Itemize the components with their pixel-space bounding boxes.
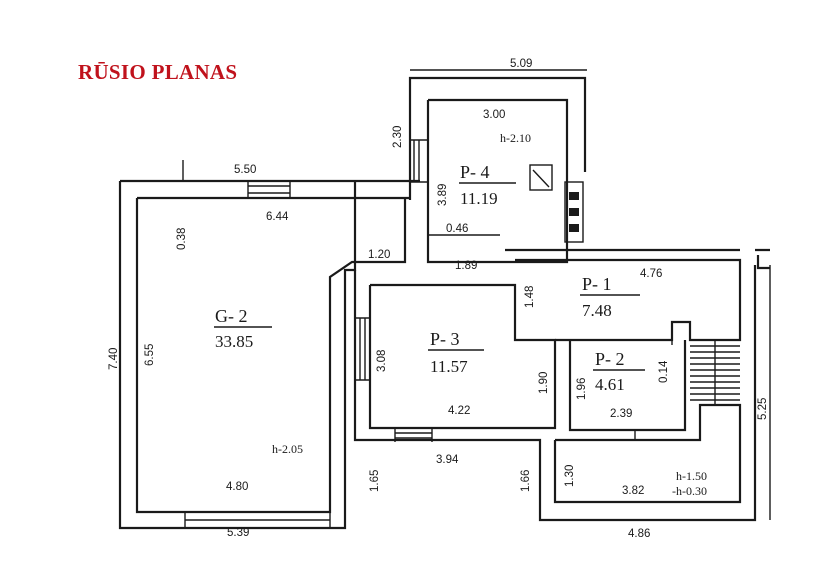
dim-308: 3.08 [376, 350, 388, 372]
panel-box [564, 181, 584, 243]
dim-014: 0.14 [658, 360, 670, 383]
dim-382: 3.82 [622, 485, 644, 497]
meter-icon [529, 164, 553, 191]
room-p4-code: P- 4 [460, 162, 490, 182]
dimension-lines [182, 69, 771, 520]
dim-486: 4.86 [628, 528, 650, 540]
p2-wall [568, 340, 687, 432]
dim-190: 1.90 [538, 372, 550, 394]
room-p2-area: 4.61 [595, 375, 625, 394]
room-p1-area: 7.48 [582, 301, 612, 320]
panel-switch-2 [569, 208, 579, 216]
dim-165: 1.65 [369, 470, 381, 492]
window-top-g2 [247, 181, 291, 198]
stair-lines [690, 339, 740, 405]
height-bottom-right-1: h-1.50 [676, 469, 707, 483]
dim-389: 3.89 [437, 184, 449, 206]
dimension-labels: 5.09 3.00 2.30 5.50 3.89 6.44 0.38 0.46 … [108, 58, 769, 540]
dim-422: 4.22 [448, 405, 470, 417]
height-p4: h-2.10 [500, 131, 531, 145]
dim-539: 5.39 [227, 527, 249, 539]
dim-509: 5.09 [510, 58, 532, 70]
window-bottom-p3 [394, 428, 433, 442]
dim-046: 0.46 [446, 223, 468, 235]
bottom-right-wall [553, 403, 742, 504]
room-p1-code: P- 1 [582, 274, 612, 294]
dim-189: 1.89 [455, 260, 477, 272]
window-left-p3 [355, 317, 370, 381]
p1-wall [515, 258, 742, 342]
room-p3-area: 11.57 [430, 357, 468, 376]
panel-switch-1 [569, 192, 579, 200]
height-notes: h-2.10 h-2.05 h-1.50 -h-0.30 [272, 131, 707, 498]
room-p2-code: P- 2 [595, 349, 625, 369]
g2-inner-wall [135, 196, 410, 514]
room-p4-area: 11.19 [460, 189, 498, 208]
plan-title: RŪSIO PLANAS [78, 60, 238, 84]
dim-394: 3.94 [436, 454, 459, 466]
window-left-p4 [410, 139, 428, 183]
room-p3-code: P- 3 [430, 329, 460, 349]
p4-outer-wall [408, 76, 587, 200]
dim-230: 2.30 [392, 126, 404, 148]
panel-switch-3 [569, 224, 579, 232]
room-g2-area: 33.85 [215, 332, 253, 351]
dim-525: 5.25 [757, 398, 769, 420]
p3-outer-wall [353, 265, 757, 522]
dim-196: 1.96 [576, 378, 588, 400]
dim-166: 1.66 [520, 470, 532, 492]
dim-120: 1.20 [368, 249, 390, 261]
dim-239: 2.39 [610, 408, 632, 420]
height-bottom-right-2: -h-0.30 [672, 484, 707, 498]
dim-550: 5.50 [234, 164, 256, 176]
meter-diagonal [532, 169, 550, 188]
dim-476: 4.76 [640, 268, 662, 280]
height-g2: h-2.05 [272, 442, 303, 456]
p4-inner-wall [426, 98, 569, 264]
dim-655: 6.55 [144, 344, 156, 366]
corner-marker [756, 255, 770, 270]
dim-480: 4.80 [226, 481, 248, 493]
room-labels: G- 2 33.85 P- 4 11.19 P- 3 11.57 P- 1 7.… [214, 162, 645, 394]
dim-644: 6.44 [266, 211, 289, 223]
dim-148: 1.48 [524, 286, 536, 308]
g2-outer-wall [118, 179, 420, 530]
dim-740: 7.40 [108, 348, 120, 370]
window-bottom-g2 [184, 512, 331, 528]
dim-130: 1.30 [564, 465, 576, 487]
room-g2-code: G- 2 [215, 306, 248, 326]
dim-038: 0.38 [176, 228, 188, 250]
dim-300: 3.00 [483, 109, 505, 121]
